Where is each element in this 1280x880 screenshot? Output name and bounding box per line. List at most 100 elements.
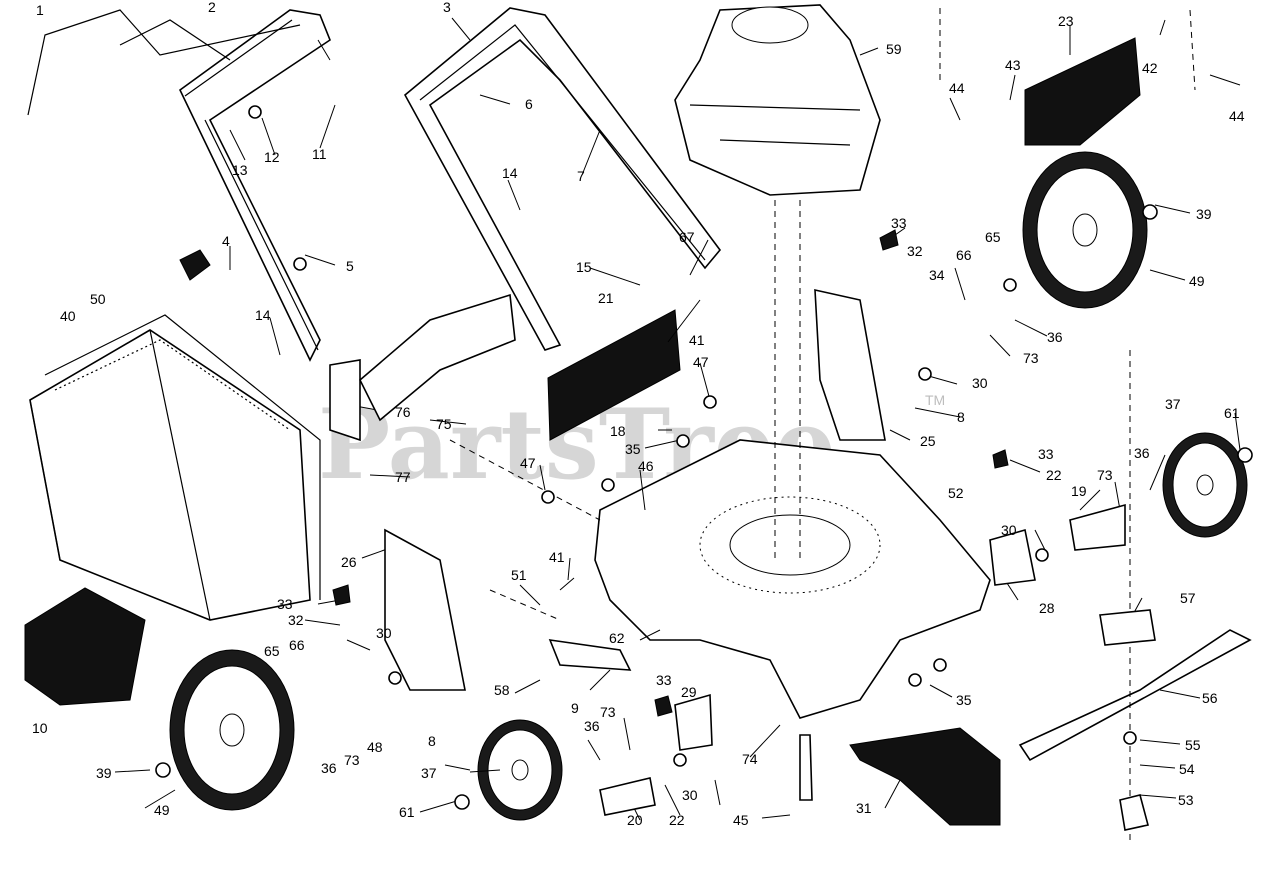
callout-62: 62 (609, 630, 625, 646)
callout-14-upper: 14 (502, 165, 518, 181)
callout-73-bottom: 73 (600, 704, 616, 720)
callout-42: 42 (1142, 60, 1158, 76)
callout-2: 2 (208, 0, 216, 15)
callout-44-left: 44 (949, 80, 965, 96)
grass-bag-part (29, 314, 321, 621)
callout-33-bottom: 33 (656, 672, 672, 688)
callout-8-top: 8 (957, 409, 965, 425)
callout-59: 59 (886, 41, 902, 57)
baffle-part (547, 309, 681, 441)
callout-66-left: 66 (289, 637, 305, 653)
callout-28: 28 (1039, 600, 1055, 616)
callout-33-top: 33 (891, 215, 907, 231)
chute-door-part (849, 727, 1001, 826)
callout-14-lower: 14 (255, 307, 271, 323)
front-wheel-right (1162, 432, 1248, 538)
upper-handle-part (403, 7, 722, 351)
callout-39-right: 39 (1196, 206, 1212, 222)
callout-39-left: 39 (96, 765, 112, 781)
callout-5: 5 (346, 258, 354, 274)
callout-21: 21 (598, 290, 614, 306)
callout-48: 48 (367, 739, 383, 755)
callout-74: 74 (742, 751, 758, 767)
callout-65-right: 65 (985, 229, 1001, 245)
leader-lines (114, 17, 1241, 821)
callout-53: 53 (1178, 792, 1194, 808)
callout-7: 7 (577, 168, 585, 184)
callout-36-top: 36 (1047, 329, 1063, 345)
callout-32-left: 32 (288, 612, 304, 628)
callout-33-right: 33 (1038, 446, 1054, 462)
callout-56: 56 (1202, 690, 1218, 706)
callout-67: 67 (679, 229, 695, 245)
callout-41-top: 41 (689, 332, 705, 348)
rear-wheel-left (169, 649, 295, 811)
blade-part (1018, 629, 1252, 762)
callout-11: 11 (312, 146, 327, 162)
callout-22-right: 22 (1046, 467, 1062, 483)
callout-labels: 1 2 3 4 5 6 7 8 8 9 10 11 12 13 14 14 15… (32, 0, 1245, 828)
callout-57: 57 (1180, 590, 1196, 606)
callout-45: 45 (733, 812, 749, 828)
callout-49-left: 49 (154, 802, 170, 818)
callout-49-right: 49 (1189, 273, 1205, 289)
callout-4: 4 (222, 233, 230, 249)
callout-75: 75 (436, 416, 452, 432)
callout-73-right-upper: 73 (1023, 350, 1039, 366)
callout-20: 20 (627, 812, 643, 828)
callout-8-bottom: 8 (428, 733, 436, 749)
rear-wheel-right (1022, 151, 1148, 309)
callout-10: 10 (32, 720, 48, 736)
callout-76: 76 (395, 404, 411, 420)
engine-part (674, 4, 881, 196)
callout-61-left: 61 (399, 804, 415, 820)
callout-37-right: 37 (1165, 396, 1181, 412)
callout-32-right: 32 (907, 243, 923, 259)
handle-rod-part (27, 9, 301, 116)
callout-36-left: 36 (321, 760, 337, 776)
hardware-parts (155, 105, 1253, 831)
callout-34: 34 (929, 267, 945, 283)
callout-35-center: 35 (625, 441, 641, 457)
callout-44-right: 44 (1229, 108, 1245, 124)
callout-37-left: 37 (421, 765, 437, 781)
callout-33-left: 33 (277, 596, 293, 612)
callout-73-right-lower: 73 (1097, 467, 1113, 483)
callout-9: 9 (571, 700, 579, 716)
callout-19: 19 (1071, 483, 1087, 499)
callout-55: 55 (1185, 737, 1201, 753)
callout-66-right: 66 (956, 247, 972, 263)
callout-47-left: 47 (520, 455, 536, 471)
callout-18: 18 (610, 423, 626, 439)
mower-deck-part (594, 439, 991, 719)
callout-1: 1 (36, 2, 44, 18)
callout-58: 58 (494, 682, 510, 698)
callout-30-bottom: 30 (682, 787, 698, 803)
callout-61-right: 61 (1224, 405, 1240, 421)
front-wheel-left (477, 719, 563, 821)
callout-3: 3 (443, 0, 451, 15)
callout-23: 23 (1058, 13, 1074, 29)
callout-43: 43 (1005, 57, 1021, 73)
callout-31: 31 (856, 800, 872, 816)
callout-26: 26 (341, 554, 357, 570)
callout-6: 6 (525, 96, 533, 112)
callout-30-right-upper: 30 (972, 375, 988, 391)
callout-65-left: 65 (264, 643, 280, 659)
callout-36-right: 36 (1134, 445, 1150, 461)
callout-40: 40 (60, 308, 76, 324)
callout-35-right: 35 (956, 692, 972, 708)
callout-12: 12 (264, 149, 280, 165)
callout-46: 46 (638, 458, 654, 474)
callout-30-right-lower: 30 (1001, 522, 1017, 538)
callout-77: 77 (395, 469, 411, 485)
callout-13: 13 (232, 162, 248, 178)
shaft-centerlines (449, 8, 1196, 840)
callout-52: 52 (948, 485, 964, 501)
callout-51: 51 (511, 567, 527, 583)
callout-30-left: 30 (376, 625, 392, 641)
callout-73-left: 73 (344, 752, 360, 768)
rear-discharge-flap-part (1024, 37, 1141, 146)
callout-54: 54 (1179, 761, 1195, 777)
